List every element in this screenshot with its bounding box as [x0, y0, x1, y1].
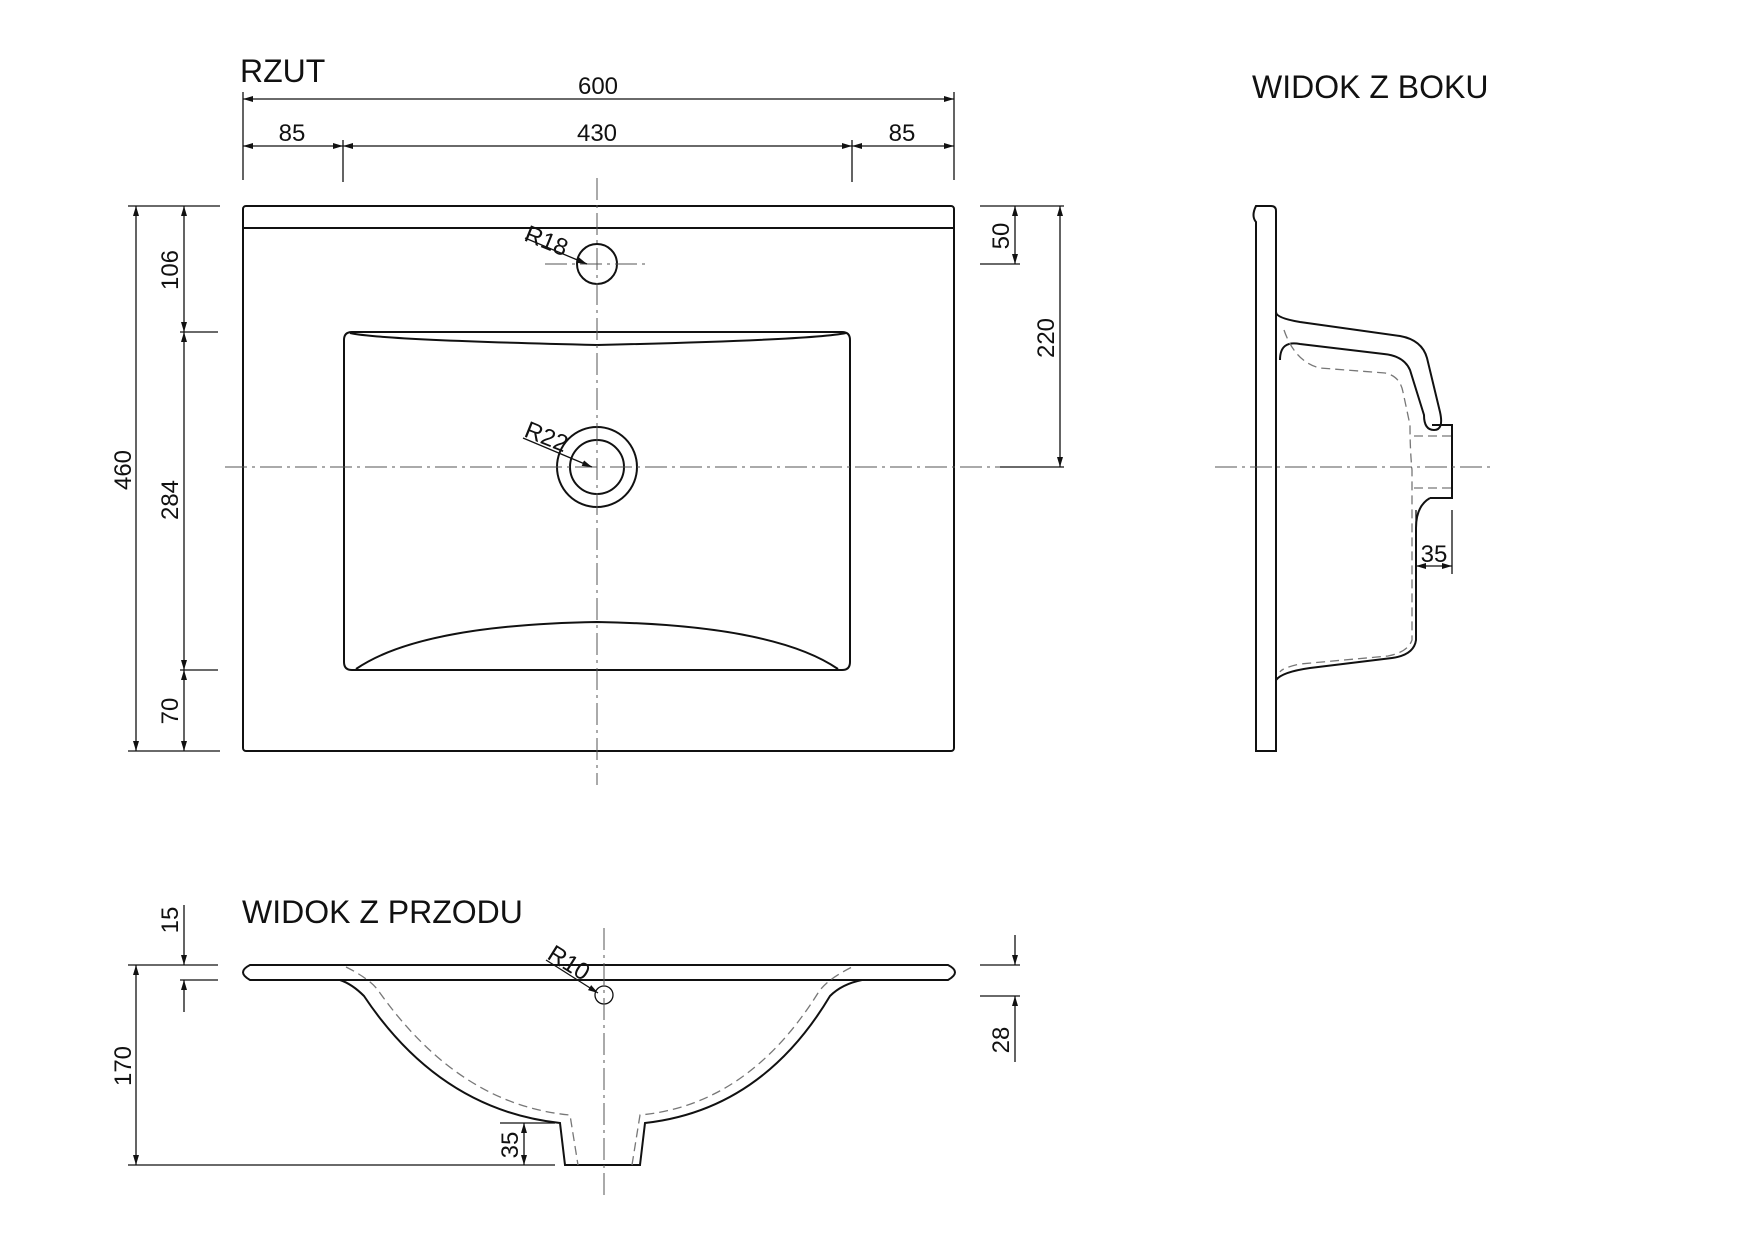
width-left-label: 85 [279, 120, 306, 147]
width-extension-lines [242, 92, 955, 182]
front-extension-lines [128, 964, 555, 1166]
depth-total-label: 460 [110, 450, 137, 490]
rim-thickness-label: 15 [157, 907, 184, 934]
rim-height-label: 28 [988, 1027, 1015, 1054]
side-front-profile [1275, 497, 1431, 681]
depth-bottom-label: 70 [157, 698, 184, 725]
drain-offset-label: 220 [1033, 318, 1060, 358]
tap-radius-leader [524, 237, 588, 265]
depth-bowl-label: 284 [157, 480, 184, 520]
drain-radius-leader [522, 437, 593, 468]
width-middle-label: 430 [577, 120, 617, 147]
drain-radius-label: R22 [521, 417, 572, 459]
tap-radius-label: R18 [521, 221, 572, 263]
side-view-title: WIDOK Z BOKU [1252, 69, 1488, 105]
side-hidden-drain [1414, 435, 1452, 489]
depth-top-label: 106 [157, 250, 184, 290]
side-drain-body [1430, 424, 1453, 499]
basin-outline [242, 205, 955, 752]
total-height-label: 170 [110, 1046, 137, 1086]
rim-height-extension-lines [980, 964, 1020, 997]
side-drain-label: 35 [1421, 541, 1448, 568]
width-right-label: 85 [889, 120, 916, 147]
front-view: WIDOK Z PRZODU R10 15 170 35 28 [110, 894, 1020, 1195]
width-total-label: 600 [578, 73, 618, 100]
front-view-title: WIDOK Z PRZODU [242, 894, 523, 930]
side-back-profile [1275, 311, 1443, 432]
side-hidden-wall [1279, 329, 1413, 673]
front-radius-leader [545, 959, 599, 994]
bowl-front-curve [355, 620, 839, 670]
right-extension-lines [980, 205, 1064, 468]
side-slab [1252, 205, 1277, 752]
plan-view: RZUT R18 R22 600 85 430 85 460 [110, 53, 1064, 785]
side-view: WIDOK Z BOKU 35 [1215, 69, 1495, 752]
bowl-back-curve [349, 332, 847, 347]
front-bowl-profile [339, 979, 863, 1166]
depth-extension-lines [128, 205, 220, 752]
tap-offset-label: 50 [988, 223, 1015, 250]
front-hidden-wall [345, 966, 853, 1166]
front-rim [242, 964, 956, 981]
bowl-outline [343, 331, 851, 671]
drain-height-label: 35 [497, 1132, 524, 1159]
plan-view-title: RZUT [240, 53, 325, 89]
